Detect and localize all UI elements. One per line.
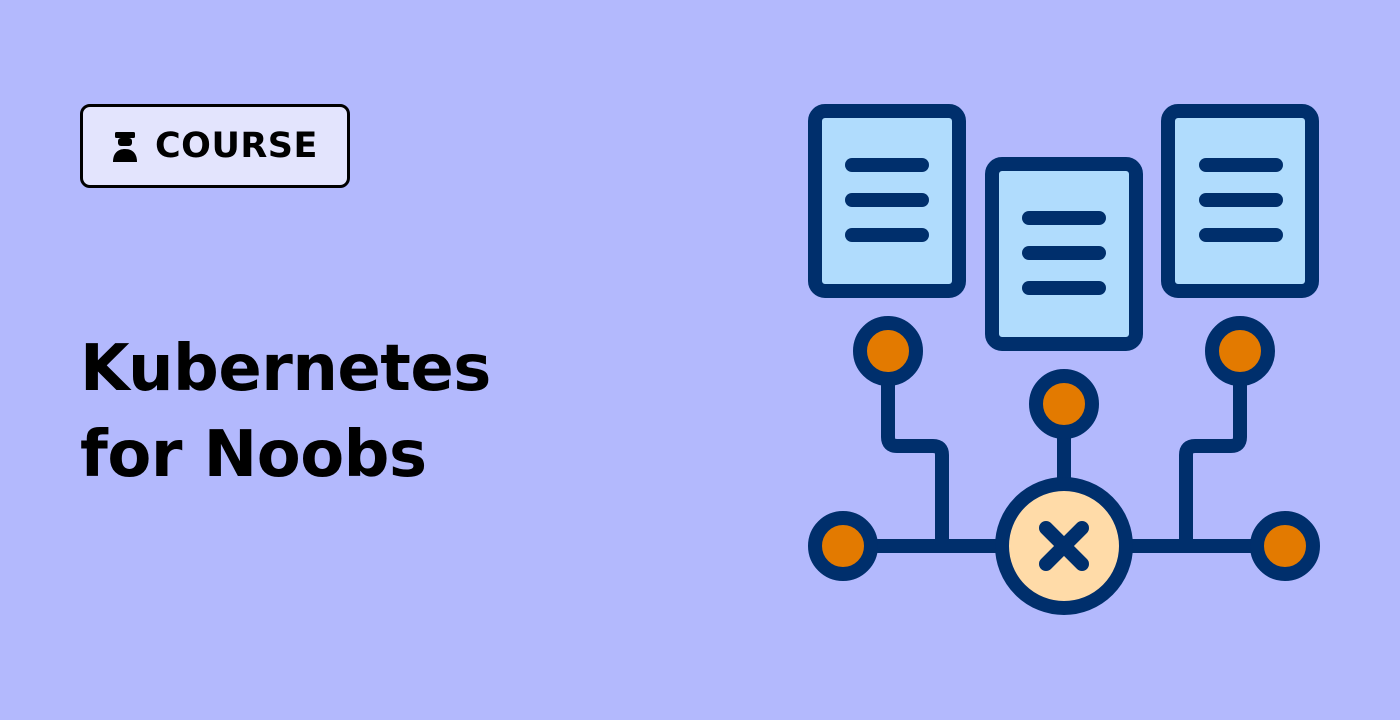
node-dot bbox=[1250, 511, 1320, 581]
network-nodes bbox=[808, 316, 1320, 581]
title-line-1: Kubernetes bbox=[80, 332, 491, 406]
title-line-2: for Noobs bbox=[80, 418, 427, 492]
badge-label: COURSE bbox=[155, 126, 318, 166]
node-dot bbox=[808, 511, 878, 581]
cluster-network-icon bbox=[808, 104, 1320, 615]
node-dot bbox=[1205, 316, 1275, 386]
course-title: Kubernetes for Noobs bbox=[80, 326, 491, 498]
node-dot bbox=[1029, 369, 1099, 439]
course-badge: COURSE bbox=[80, 104, 350, 188]
document-icon bbox=[808, 104, 966, 298]
learner-icon bbox=[113, 132, 137, 162]
document-icon bbox=[1161, 104, 1319, 298]
document-icon bbox=[985, 157, 1143, 351]
node-dot bbox=[853, 316, 923, 386]
hub-close-icon bbox=[995, 477, 1133, 615]
